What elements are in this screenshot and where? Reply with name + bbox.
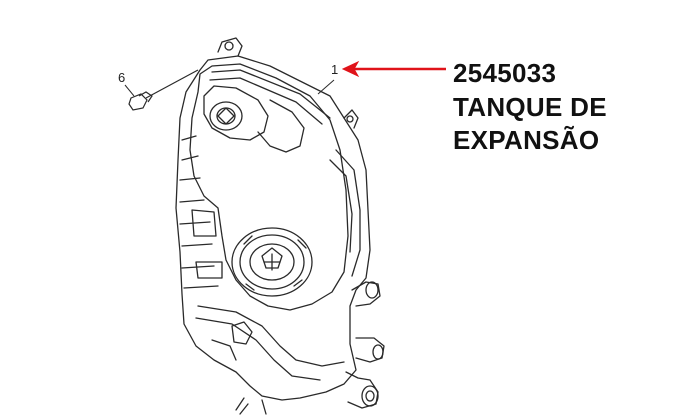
red-pointer-arrow bbox=[341, 60, 446, 78]
callout-number-6: 6 bbox=[118, 70, 126, 85]
leader-lines bbox=[124, 79, 335, 97]
part-number-label: 2545033 bbox=[453, 58, 557, 88]
part-name-line2: EXPANSÃO bbox=[453, 125, 600, 155]
bolt-part-6 bbox=[128, 69, 199, 111]
part-name-line1: TANQUE DE bbox=[453, 92, 607, 122]
expansion-tank-drawing bbox=[175, 37, 385, 415]
callout-number-1: 1 bbox=[331, 62, 339, 77]
